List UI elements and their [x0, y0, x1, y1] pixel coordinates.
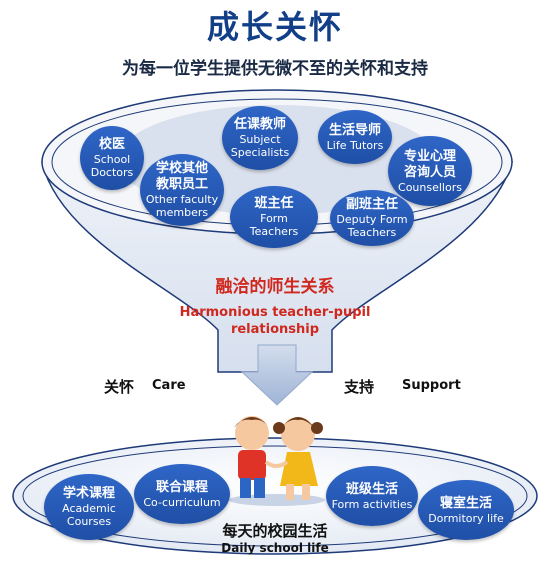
role-label-zh: 生活导师	[328, 122, 381, 138]
role-label-zh: 副班主任	[345, 197, 398, 212]
support-label-zh: 支持	[344, 378, 375, 396]
daily-label-en: Co-curriculum	[143, 495, 221, 509]
daily-label-zh: 联合课程	[155, 479, 208, 495]
children-holding-hands-icon	[229, 416, 325, 506]
role-form-teachers: 班主任 Form Teachers	[230, 186, 318, 248]
role-school-doctors: 校医 School Doctors	[80, 126, 144, 190]
daily-label-zh: 班级生活	[345, 481, 398, 497]
daily-label-en: Form activities	[331, 497, 413, 511]
relationship-label-en: Harmonious teacher-pupil relationship	[179, 305, 371, 337]
role-label-en: School Doctors	[90, 153, 134, 179]
role-counsellors: 专业心理 咨询人员 Counsellors	[388, 136, 472, 206]
daily-life-label-zh: 每天的校园生活	[222, 522, 328, 540]
page-title: 成长关怀	[206, 8, 343, 46]
role-label-en: Form Teachers	[249, 212, 299, 238]
role-label-en: Other faculty members	[145, 193, 219, 219]
daily-label-en: Academic Courses	[62, 502, 116, 528]
role-label-zh: 班主任	[254, 196, 294, 211]
role-deputy-form-teachers: 副班主任 Deputy Form Teachers	[330, 190, 414, 246]
role-label-en: Life Tutors	[326, 138, 384, 152]
daily-dormitory-life: 寝室生活 Dormitory life	[418, 480, 514, 540]
role-subject-specialists: 任课教师 Subject Specialists	[222, 106, 298, 170]
daily-label-zh: 寝室生活	[439, 495, 492, 511]
role-label-zh: 校医	[98, 137, 125, 152]
care-label-zh: 关怀	[104, 378, 135, 396]
relationship-label-zh: 融洽的师生关系	[215, 277, 335, 297]
role-label-en: Deputy Form Teachers	[336, 213, 408, 239]
daily-label-en: Dormitory life	[428, 511, 504, 525]
role-life-tutors: 生活导师 Life Tutors	[318, 110, 392, 164]
daily-label-zh: 学术课程	[62, 486, 115, 501]
role-label-zh: 学校其他 教职员工	[155, 161, 208, 192]
daily-co-curriculum: 联合课程 Co-curriculum	[134, 464, 230, 524]
role-label-zh: 专业心理 咨询人员	[403, 148, 456, 180]
daily-form-activities: 班级生活 Form activities	[326, 466, 418, 526]
daily-life-label-en: Daily school life	[221, 541, 329, 555]
role-other-faculty: 学校其他 教职员工 Other faculty members	[140, 154, 224, 226]
support-label-en: Support	[402, 378, 461, 393]
care-label-en: Care	[152, 378, 186, 393]
daily-life-oval-inner	[22, 445, 528, 547]
daily-academic-courses: 学术课程 Academic Courses	[44, 474, 134, 540]
role-label-en: Counsellors	[398, 180, 462, 194]
down-arrow-icon	[240, 344, 314, 406]
role-label-en: Subject Specialists	[230, 133, 290, 159]
role-label-zh: 任课教师	[233, 117, 286, 132]
page-subtitle: 为每一位学生提供无微不至的关怀和支持	[122, 59, 428, 79]
